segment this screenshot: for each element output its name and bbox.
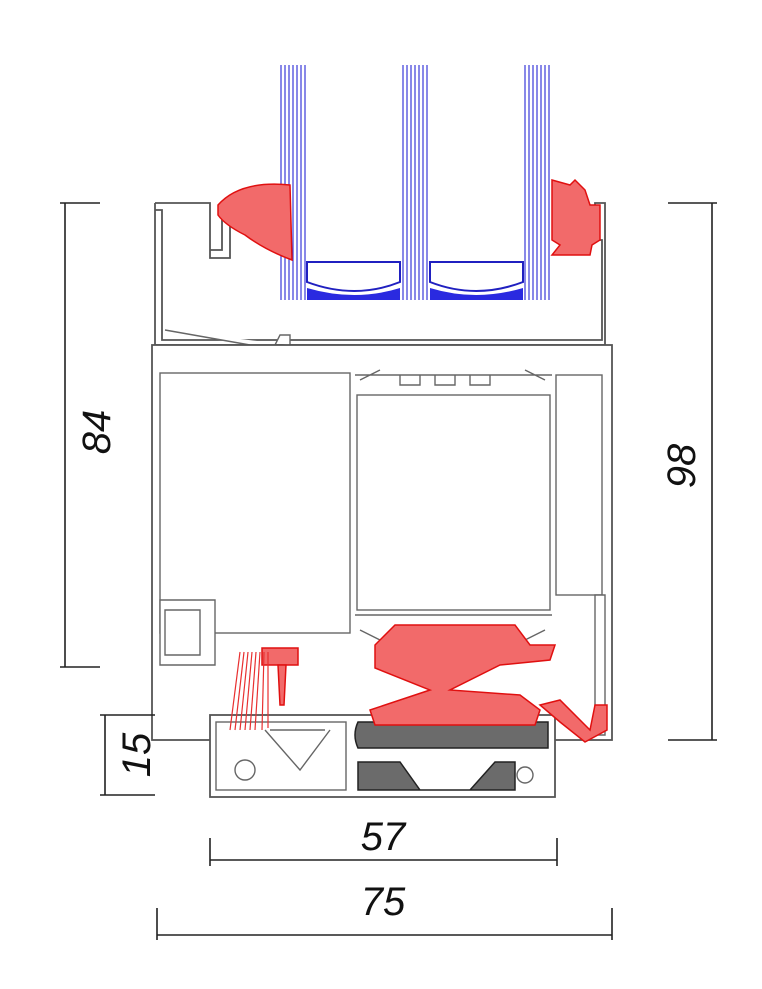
gasket-brush-holder [261,647,299,666]
threshold-profile [209,714,556,798]
dimension-threshold-15: 15 [100,714,159,796]
dim-label-57: 57 [361,815,407,859]
glass-pane-middle [402,65,428,300]
dim-label-84: 84 [75,410,119,455]
dim-label-15: 15 [115,732,159,777]
sealant-left [307,288,400,300]
spacer-right [429,261,524,292]
insulation-foam-lower [357,761,516,791]
gaskets [217,178,608,743]
triple-glazing [280,65,550,300]
sealant-right [430,288,523,300]
gasket-frame-seal [538,699,608,743]
gasket-outer-glazing [217,183,293,262]
dim-label-75: 75 [361,880,406,924]
dimension-width-75: 75 [156,880,613,940]
frame-profile [151,344,613,741]
dim-label-98: 98 [660,443,704,488]
insulation-foam-upper [354,721,549,749]
gasket-inner-glazing [550,178,601,256]
dimension-width-57: 57 [209,815,558,866]
gasket-center-seal [369,624,557,726]
dimension-left-84: 84 [60,202,119,668]
glass-pane-outer [280,65,306,300]
dimension-right-98: 98 [660,202,717,741]
brush-seal [229,651,287,731]
glass-pane-inner [524,65,550,300]
spacer-left [306,261,401,292]
